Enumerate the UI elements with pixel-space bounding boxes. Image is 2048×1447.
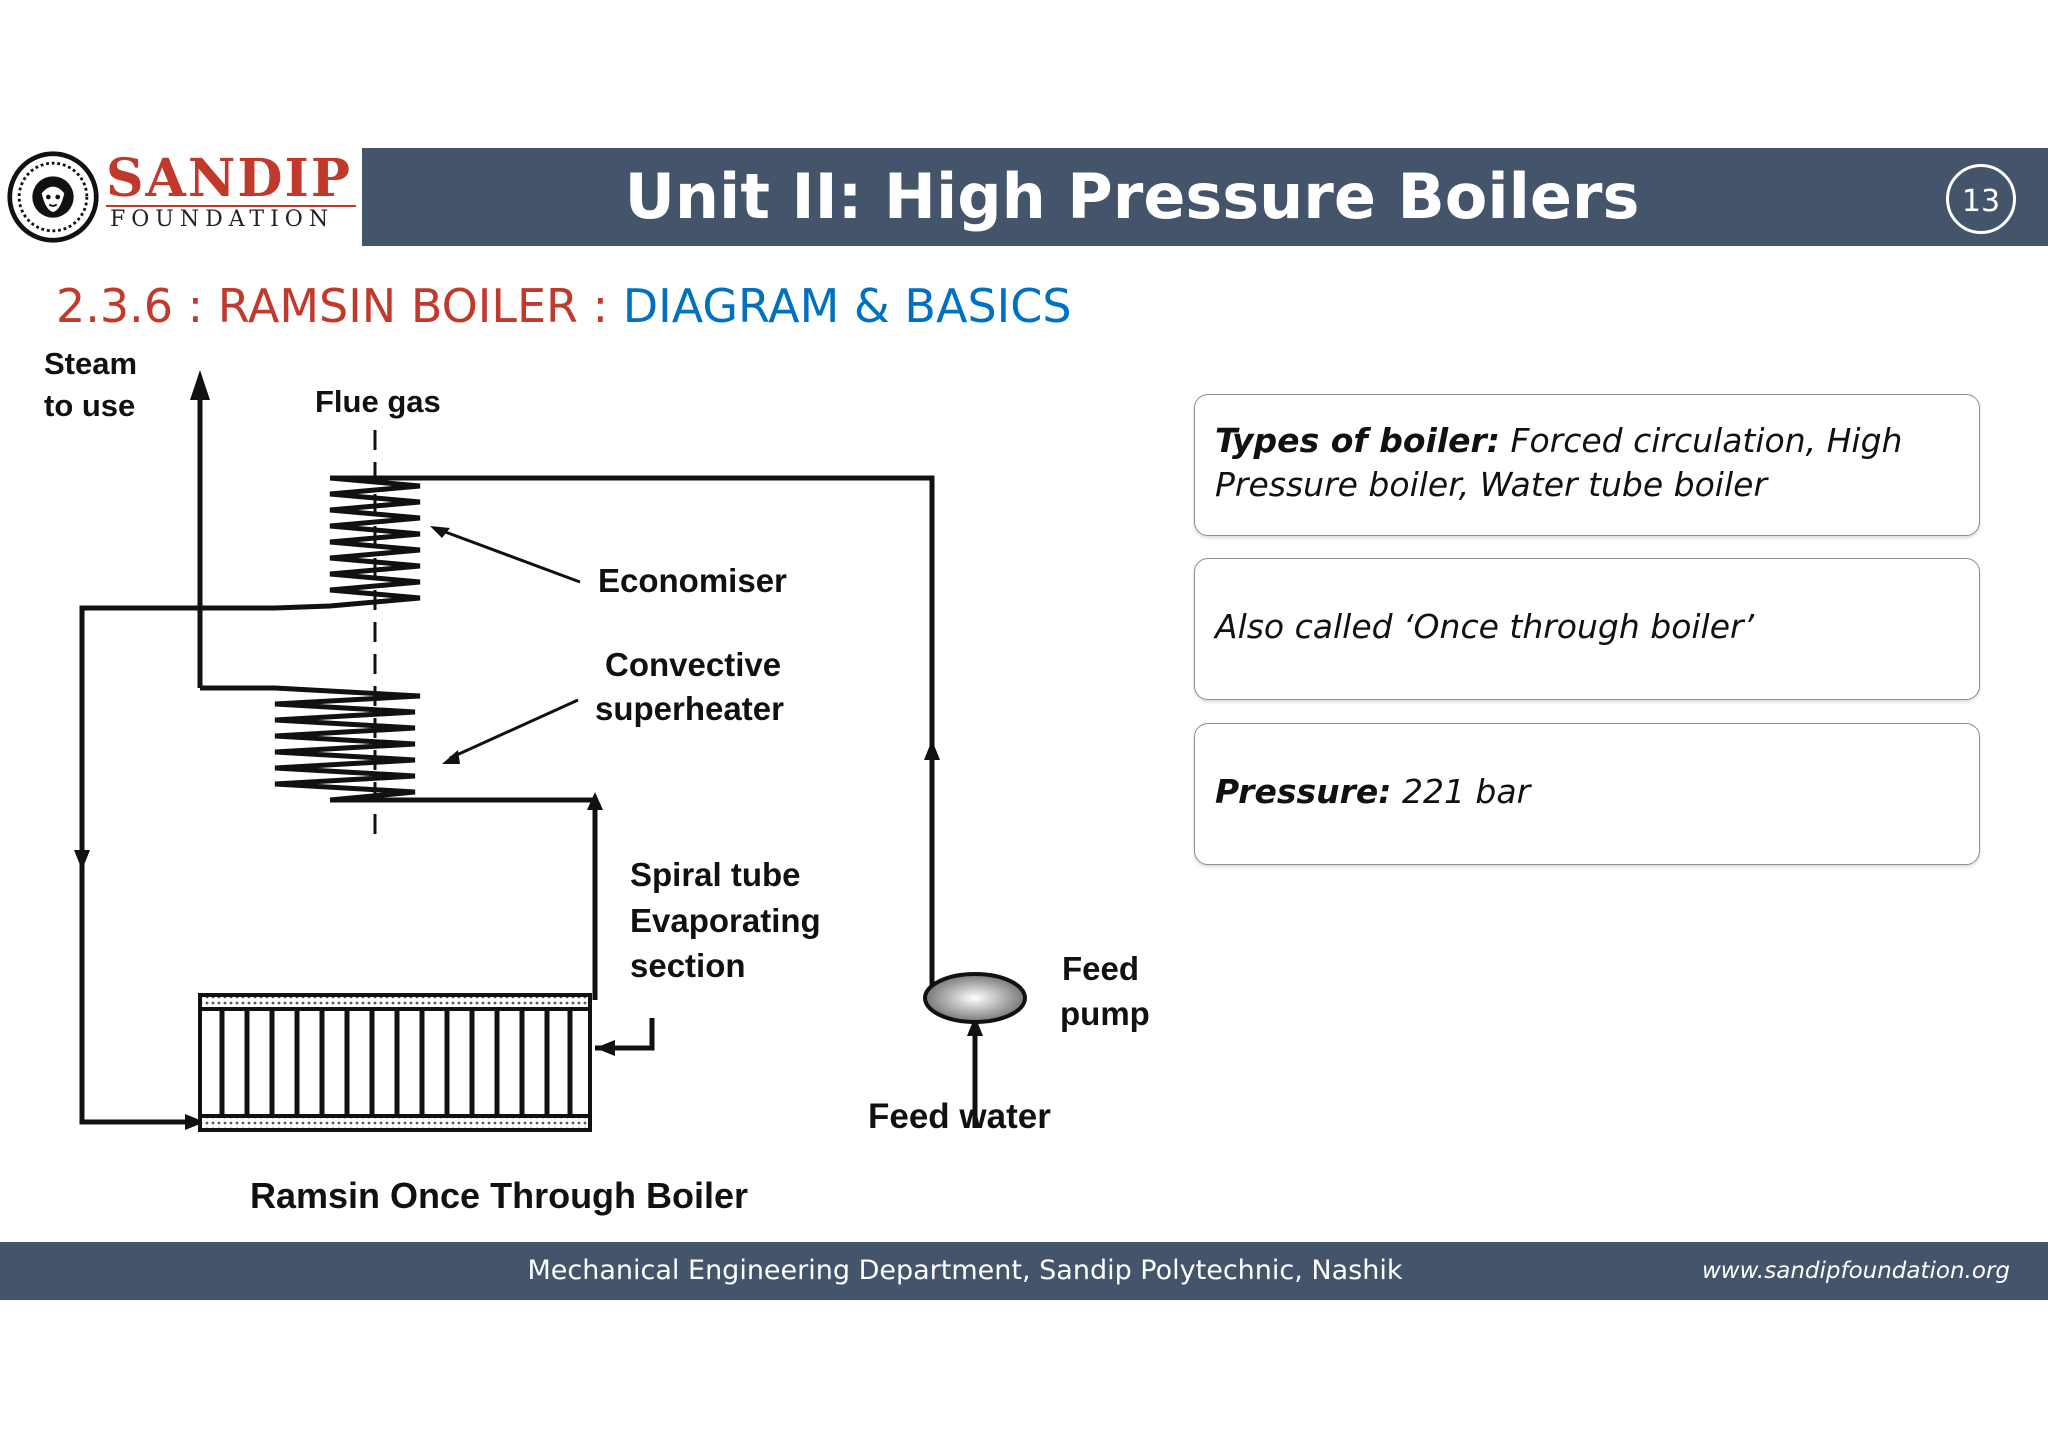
info-box-boiler-types: Types of boiler: Forced circulation, Hig… (1194, 394, 1980, 536)
feed-pump-label: Feed (1062, 950, 1139, 987)
info-text-pressure: Pressure: 221 bar (1215, 770, 1961, 814)
economiser-coil (274, 475, 421, 611)
feed-up-arrow-icon (924, 740, 940, 760)
info-label: Pressure: (1215, 772, 1392, 811)
economiser-pointer (439, 528, 581, 584)
connector-arrow-icon (595, 1040, 615, 1056)
steam-label: Steam (44, 346, 137, 381)
feed-pump-label-2: pump (1060, 995, 1150, 1032)
info-value: 221 bar (1391, 772, 1531, 811)
section-number: 2.3.6 : RAMSIN BOILER : (56, 279, 623, 333)
logo-divider (106, 205, 356, 207)
evaporating-section (198, 993, 592, 1132)
info-text-boiler-types: Types of boiler: Forced circulation, Hig… (1215, 419, 1961, 507)
pump-inlet-arrow-icon (967, 1016, 983, 1036)
superheater-label: superheater (595, 690, 784, 727)
footer-url: www.sandipfoundation.org (1701, 1258, 2010, 1284)
logo-subtitle: FOUNDATION (110, 207, 335, 232)
info-text-alias: Also called ‘Once through boiler’ (1215, 605, 1961, 649)
lion-emblem-icon (7, 151, 99, 243)
section-heading: 2.3.6 : RAMSIN BOILER : DIAGRAM & BASICS (56, 276, 1072, 336)
flue-gas-label: Flue gas (315, 384, 441, 419)
footer-bar (0, 1242, 2048, 1300)
info-value: Forced circulation, High Pressure boiler… (1215, 421, 1903, 504)
page-title: Unit II: High Pressure Boilers (624, 160, 1640, 233)
slide-number-badge: 13 (1946, 164, 2016, 234)
section-label: section (630, 947, 746, 984)
riser-arrow-icon (587, 792, 603, 810)
feed-water-label: Feed water (868, 1097, 1051, 1136)
info-label: Types of boiler: (1215, 421, 1500, 460)
steam-label-2: to use (44, 388, 135, 423)
spiral-tube-label: Spiral tube (630, 856, 801, 893)
economiser-label: Economiser (598, 562, 787, 599)
steam-arrow-icon (190, 370, 210, 400)
feed-line-pipe (330, 475, 935, 990)
section-topic: DIAGRAM & BASICS (622, 279, 1072, 333)
logo-name: SANDIP (106, 148, 352, 209)
footer-department: Mechanical Engineering Department, Sandi… (527, 1255, 1403, 1286)
info-value: Also called ‘Once through boiler’ (1215, 607, 1755, 646)
info-box-alias: Also called ‘Once through boiler’ (1194, 558, 1980, 700)
inflow-arrow-icon (185, 1114, 205, 1130)
convective-label: Convective (605, 646, 781, 683)
feed-pump (923, 972, 1027, 1024)
diagram-caption: Ramsin Once Through Boiler (250, 1175, 748, 1216)
ramsin-boiler-diagram: Steam to use Flue gas Economiser Convect… (44, 346, 1150, 1216)
evaporator-connector-pipe (595, 1018, 655, 1051)
evaporator-riser-pipe (330, 797, 598, 1000)
downflow-arrow-icon (74, 850, 90, 870)
superheater-coil (274, 685, 421, 803)
info-box-pressure: Pressure: 221 bar (1194, 723, 1980, 865)
evaporating-label: Evaporating (630, 902, 821, 939)
superheater-pointer (449, 698, 579, 760)
